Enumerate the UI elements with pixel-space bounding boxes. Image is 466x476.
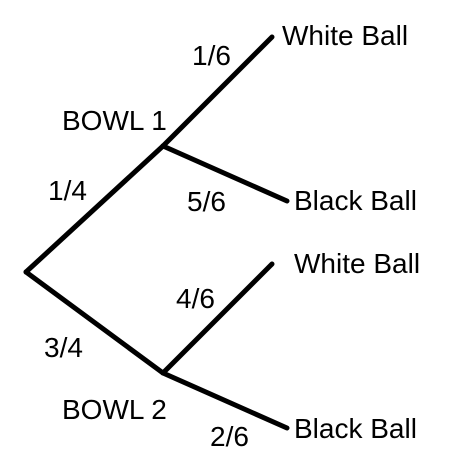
edge-bowl-1-to-white-ball [160,34,275,149]
bowl-1-black-probability: 5/6 [187,186,226,217]
edge-root-to-bowl-1 [23,143,166,275]
bowl-2-probability: 3/4 [44,332,83,363]
bowl-2-white-probability: 4/6 [176,283,215,314]
edge-root-to-bowl-2 [23,269,166,376]
bowl-2-black-outcome: Black Ball [294,413,417,444]
bowl-2-label: BOWL 2 [62,394,167,425]
bowl-1-white-outcome: White Ball [282,20,408,51]
bowl-2-black-probability: 2/6 [210,421,249,452]
bowl-2-white-outcome: White Ball [294,248,420,279]
edge-bowl-1-to-black-ball [160,143,290,204]
bowl-1-white-probability: 1/6 [192,40,231,71]
edge-bowl-2-to-black-ball [160,370,290,431]
bowl-1-black-outcome: Black Ball [294,185,417,216]
edge-bowl-2-to-white-ball [160,261,275,376]
bowl-1-probability: 1/4 [48,175,87,206]
bowl-1-label: BOWL 1 [62,105,167,136]
